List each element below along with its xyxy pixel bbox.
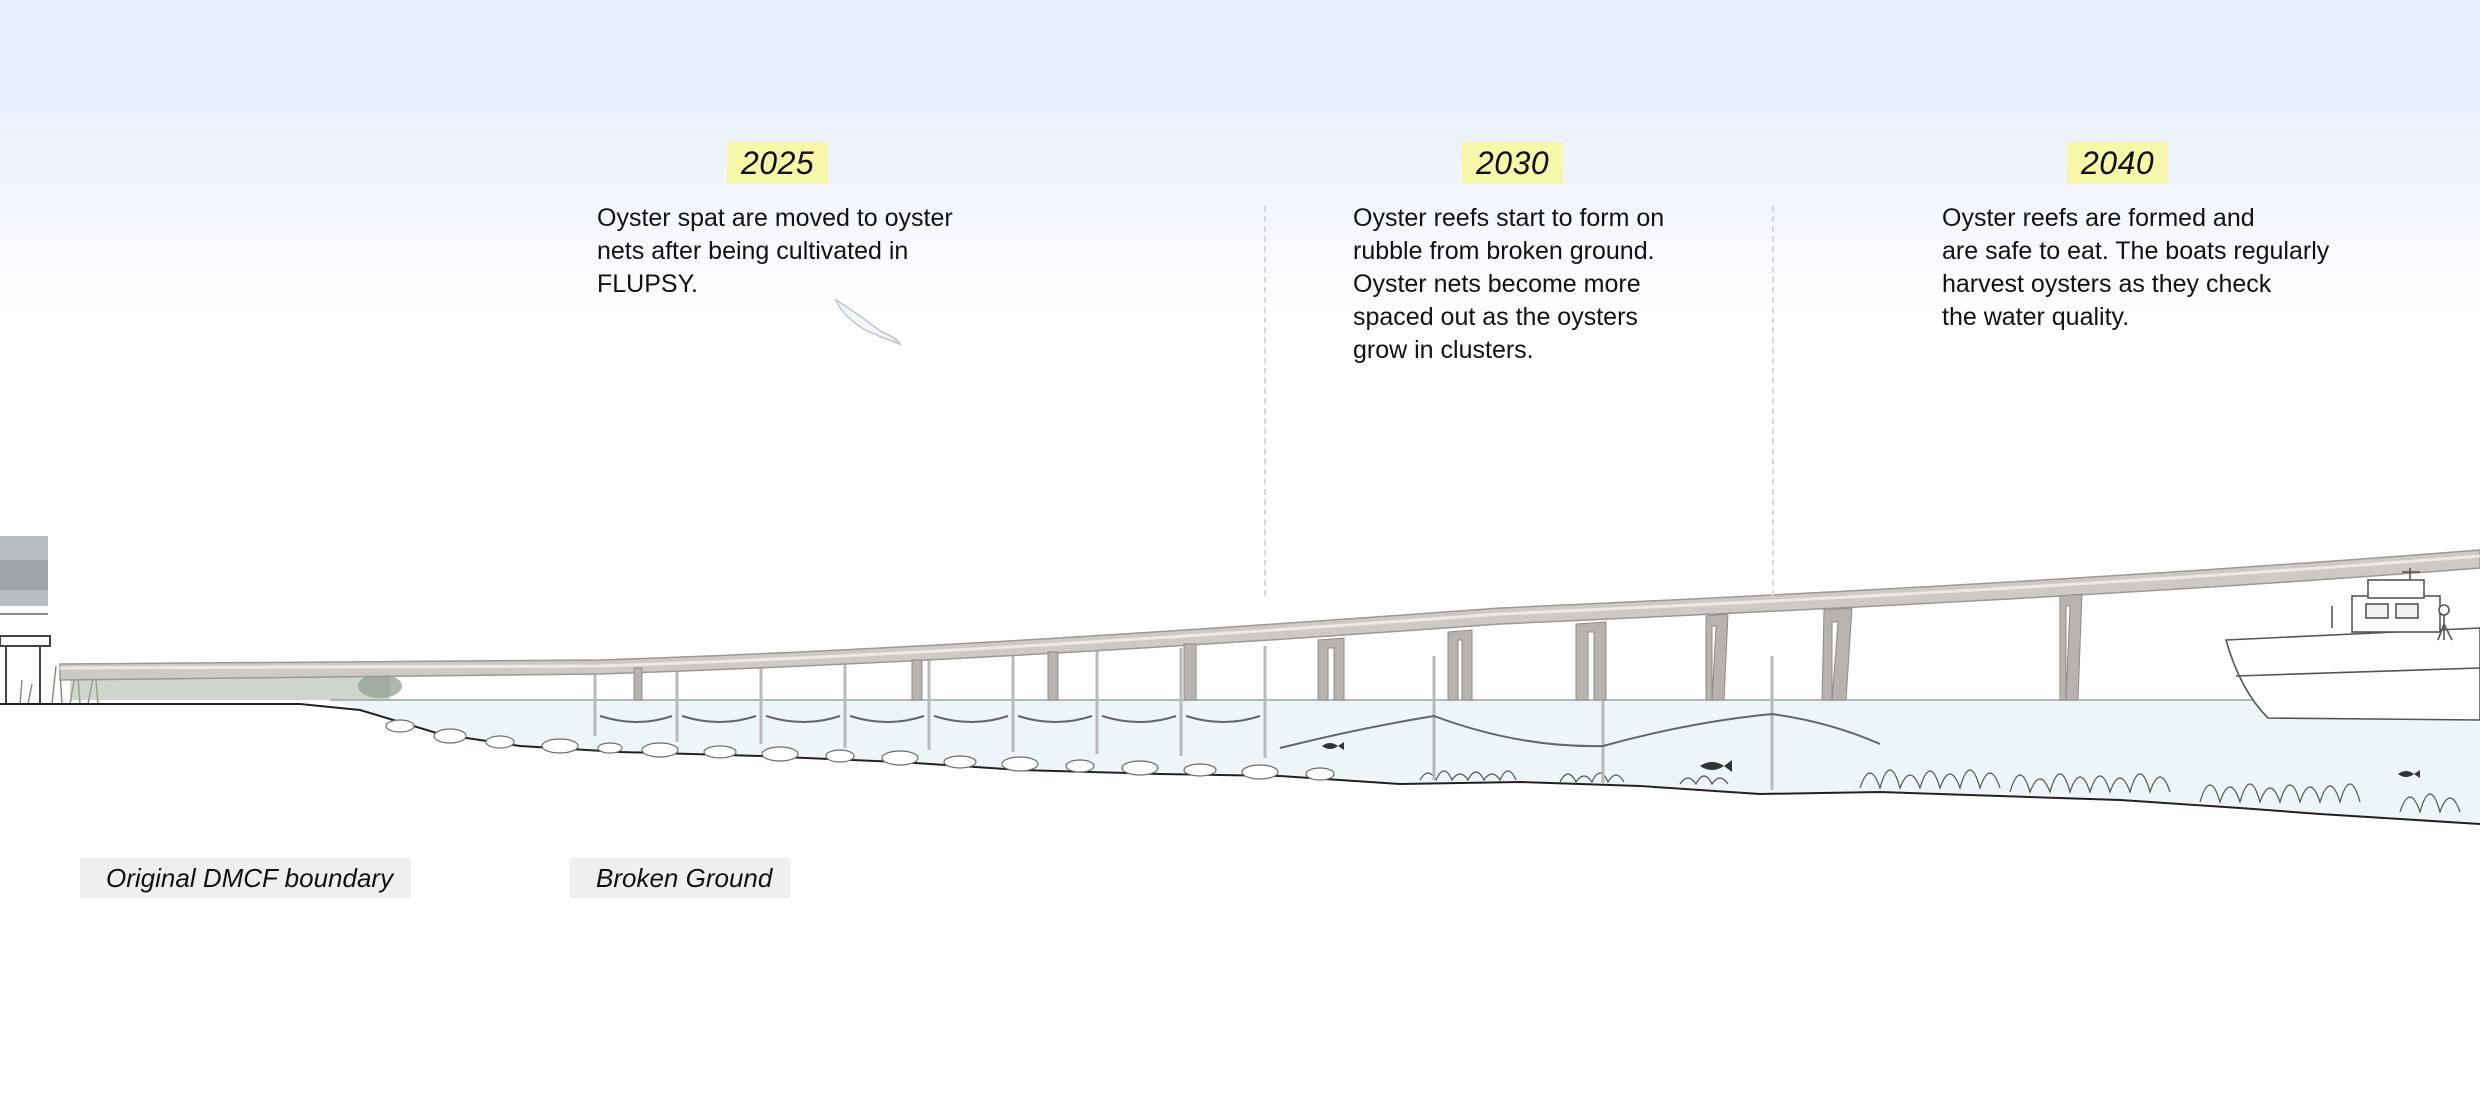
- bird-icon: [834, 298, 902, 346]
- boundary-label: Original DMCF boundary: [80, 858, 412, 898]
- boat-icon: [2224, 568, 2480, 721]
- year-badge-2025: 2025: [727, 142, 829, 184]
- fish-icon: [1322, 742, 2420, 778]
- phase-description-2040: Oyster reefs are formed and are safe to …: [1942, 204, 2330, 331]
- rubble-stones: [385, 719, 1335, 781]
- ground-line: [0, 703, 2480, 825]
- phase-divider: [1772, 206, 1774, 596]
- pier-building: [0, 536, 51, 704]
- phase-divider: [1264, 206, 1266, 596]
- year-badge-2040: 2040: [2067, 142, 2169, 184]
- phase-description-2030: Oyster reefs start to form on rubble fro…: [1353, 204, 1665, 364]
- broken-ground-label: Broken Ground: [570, 858, 791, 898]
- sky-gradient: [0, 0, 2480, 320]
- year-badge-2030: 2030: [1462, 142, 1564, 184]
- bridge-icon: [59, 549, 2480, 701]
- tree-clump: [358, 674, 402, 698]
- oyster-reef-icon: [1419, 769, 2461, 815]
- water-body: [330, 700, 2480, 824]
- phase-description-2025: Oyster spat are moved to oyster nets aft…: [597, 204, 953, 298]
